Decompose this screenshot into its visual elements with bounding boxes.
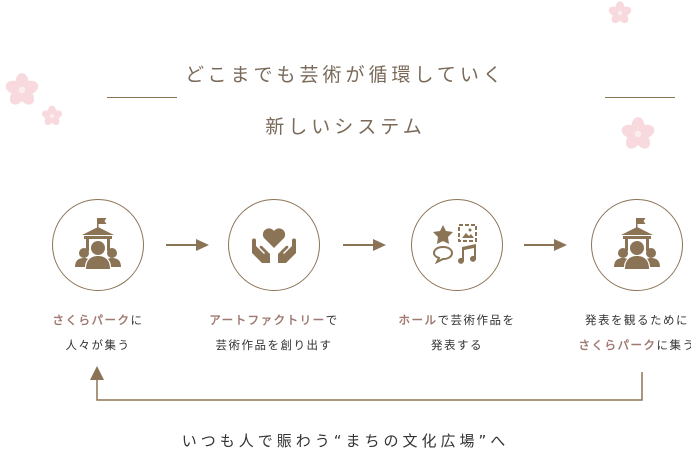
step3-caption: ホールで芸術作品を 発表する	[372, 308, 542, 358]
heart-hands-icon	[252, 228, 296, 263]
title-line1: どこまでも芸術が循環していく	[185, 64, 506, 86]
arrow-right-icon	[166, 239, 209, 251]
arrow-right-icon	[343, 239, 386, 251]
divider-left	[107, 97, 177, 98]
highlight-art-factory: アートファクトリー	[209, 313, 326, 327]
step1-caption: さくらパークに 人々が集う	[13, 308, 183, 358]
step3-circle	[411, 199, 503, 291]
title-line2: 新しいシステム	[265, 116, 426, 138]
sakura-icon	[607, 1, 633, 26]
divider-right	[605, 97, 675, 98]
caption-text: 人々が集う	[65, 338, 131, 352]
step4-circle	[591, 199, 683, 291]
step1-circle	[52, 199, 144, 291]
bottom-tagline: いつも人で賑わう“まちの文化広場”へ	[181, 432, 510, 450]
caption-text: 発表する	[431, 338, 483, 352]
music-icon	[458, 244, 476, 264]
caption-text: 芸術作品を創り出す	[215, 338, 333, 352]
caption-text: に集う	[656, 338, 691, 352]
highlight-hall: ホール	[398, 313, 438, 327]
media-icons	[432, 224, 477, 265]
caption-text: に	[130, 313, 144, 327]
step4-caption: 発表を観るために さくらパークに集う	[552, 308, 691, 358]
caption-text: で芸術作品を	[437, 313, 516, 327]
highlight-sakura-park: さくらパーク	[578, 338, 657, 352]
park-people-icon	[614, 218, 660, 269]
caption-text: で	[325, 313, 339, 327]
chat-icon	[432, 245, 454, 265]
return-path-line	[96, 372, 643, 401]
highlight-sakura-park: さくらパーク	[52, 313, 131, 327]
step2-caption: アートファクトリーで 芸術作品を創り出す	[189, 308, 359, 358]
arrow-right-icon	[524, 239, 567, 251]
caption-text: 発表を観るために	[585, 313, 689, 327]
step2-circle	[228, 199, 320, 291]
image-icon	[458, 224, 477, 242]
park-people-icon	[75, 218, 121, 269]
star-icon	[433, 225, 453, 244]
return-arrow-icon	[90, 366, 104, 380]
